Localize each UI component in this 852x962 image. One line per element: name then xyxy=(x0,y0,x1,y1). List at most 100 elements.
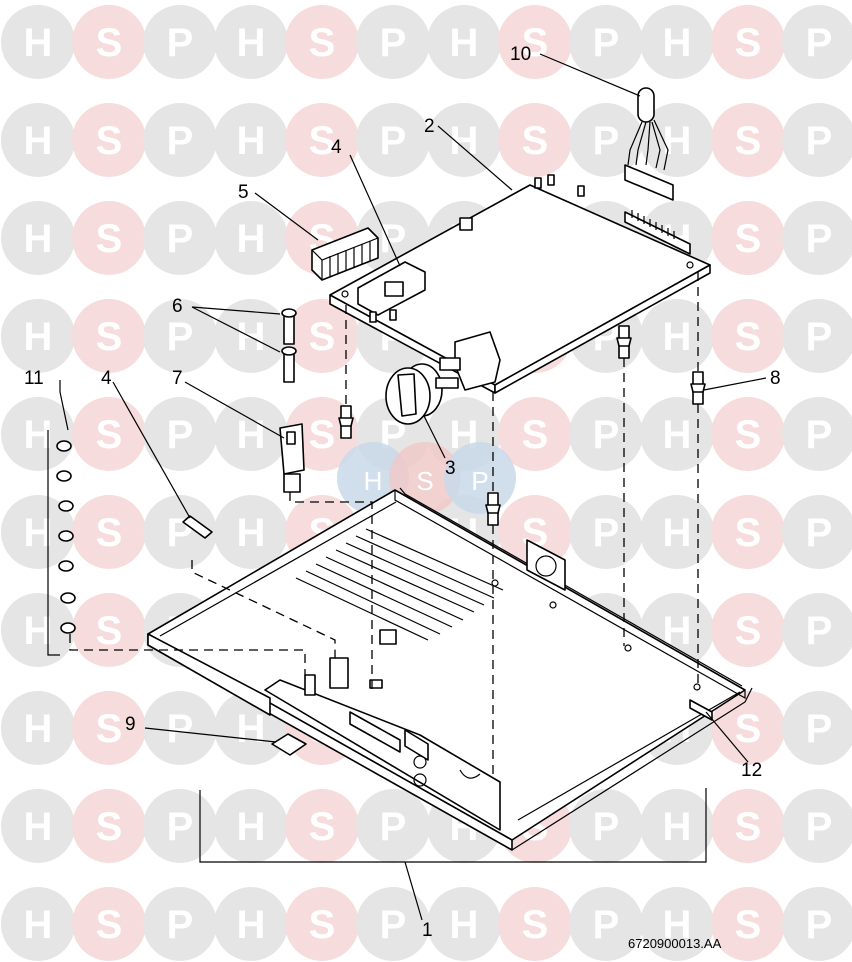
watermark-circle xyxy=(72,495,146,569)
watermark-circle xyxy=(72,887,146,961)
watermark-circle xyxy=(711,593,785,667)
watermark-letter: S xyxy=(96,21,123,65)
watermark-letter: S xyxy=(96,119,123,163)
watermark-circle xyxy=(640,299,714,373)
watermark-letter: H xyxy=(24,805,53,849)
watermark-letter: S xyxy=(522,903,549,947)
watermark-letter: S xyxy=(735,903,762,947)
watermark-letter: H xyxy=(24,217,53,261)
watermark-circle xyxy=(1,495,75,569)
watermark-circle xyxy=(782,691,852,765)
watermark-letter: P xyxy=(167,413,194,457)
watermark-letter: H xyxy=(663,903,692,947)
watermark-letter: H xyxy=(450,903,479,947)
pcb-support-pillars xyxy=(338,325,706,526)
watermark-circle xyxy=(72,103,146,177)
watermark-circle xyxy=(214,103,288,177)
watermark-letter: S xyxy=(96,805,123,849)
watermark-letter: S xyxy=(96,315,123,359)
watermark-circle xyxy=(498,5,572,79)
watermark-letter: H xyxy=(24,903,53,947)
watermark-letter: H xyxy=(237,903,266,947)
callout-7: 7 xyxy=(172,368,183,389)
watermark-circle xyxy=(143,789,217,863)
watermark-letter: P xyxy=(593,903,620,947)
watermark-circle xyxy=(640,397,714,471)
callout-4-left: 4 xyxy=(101,368,112,389)
watermark-letter: P xyxy=(806,707,833,751)
watermark-circle xyxy=(143,299,217,373)
watermark-letter: P xyxy=(806,805,833,849)
watermark-circle xyxy=(427,103,501,177)
watermark-letter: S xyxy=(522,413,549,457)
watermark-circle xyxy=(285,299,359,373)
watermark-circle xyxy=(143,201,217,275)
watermark-letter: H xyxy=(237,21,266,65)
watermark-circle xyxy=(640,887,714,961)
watermark-circle xyxy=(356,789,430,863)
watermark-letter: H xyxy=(237,511,266,555)
watermark-circle xyxy=(640,5,714,79)
watermark-circle xyxy=(285,103,359,177)
watermark-letter: P xyxy=(380,217,407,261)
watermark-letter: P xyxy=(806,413,833,457)
watermark-letter: H xyxy=(663,511,692,555)
watermark-circle xyxy=(143,691,217,765)
wiring-harness xyxy=(624,87,674,201)
watermark-circle xyxy=(782,5,852,79)
watermark-letter: S xyxy=(96,609,123,653)
watermark-circle xyxy=(1,691,75,765)
watermark-circle xyxy=(1,201,75,275)
callout-1: 1 xyxy=(422,920,433,941)
watermark-letter: S xyxy=(309,119,336,163)
watermark-letter: P xyxy=(806,903,833,947)
watermark-circle xyxy=(498,397,572,471)
watermark-letter: S xyxy=(735,315,762,359)
callout-8: 8 xyxy=(770,368,781,389)
watermark-circle xyxy=(143,887,217,961)
micro-switch xyxy=(279,423,305,493)
watermark-letter: S xyxy=(96,413,123,457)
watermark-letter: S xyxy=(735,217,762,261)
watermark-circle xyxy=(72,593,146,667)
watermark-circle xyxy=(356,5,430,79)
watermark-letter: P xyxy=(593,805,620,849)
watermark-letter: S xyxy=(735,119,762,163)
watermark-letter: P xyxy=(167,903,194,947)
watermark-circle xyxy=(498,887,572,961)
watermark-circle xyxy=(1,593,75,667)
watermark-letter: P xyxy=(806,21,833,65)
watermark-circle xyxy=(711,789,785,863)
watermark-circle xyxy=(427,5,501,79)
watermark-circle xyxy=(214,789,288,863)
watermark-letter: P xyxy=(806,511,833,555)
watermark-circle xyxy=(782,887,852,961)
watermark-letter: S xyxy=(309,413,336,457)
watermark-letter: H xyxy=(24,315,53,359)
base-tray xyxy=(147,487,753,851)
watermark-letter: H xyxy=(237,119,266,163)
watermark-circle xyxy=(569,887,643,961)
watermark-circle xyxy=(782,593,852,667)
watermark-letter: S xyxy=(96,217,123,261)
watermark-circle xyxy=(498,103,572,177)
watermark-circle xyxy=(214,397,288,471)
watermark-letter: P xyxy=(593,21,620,65)
watermark-circle xyxy=(711,397,785,471)
watermark-circle xyxy=(782,789,852,863)
watermark-circle xyxy=(143,5,217,79)
callout-4-top: 4 xyxy=(331,137,342,158)
watermark-letter: P xyxy=(593,413,620,457)
watermark-circle xyxy=(72,5,146,79)
watermark-circle xyxy=(711,5,785,79)
watermark-circle xyxy=(214,887,288,961)
watermark-circle xyxy=(711,887,785,961)
watermark-circle xyxy=(782,299,852,373)
retaining-clip xyxy=(271,733,307,756)
nuts-and-washers xyxy=(56,440,76,634)
watermark-letter: H xyxy=(237,413,266,457)
center-logo-letter: S xyxy=(416,466,433,496)
watermark-circle xyxy=(782,495,852,569)
callout-9: 9 xyxy=(125,714,136,735)
